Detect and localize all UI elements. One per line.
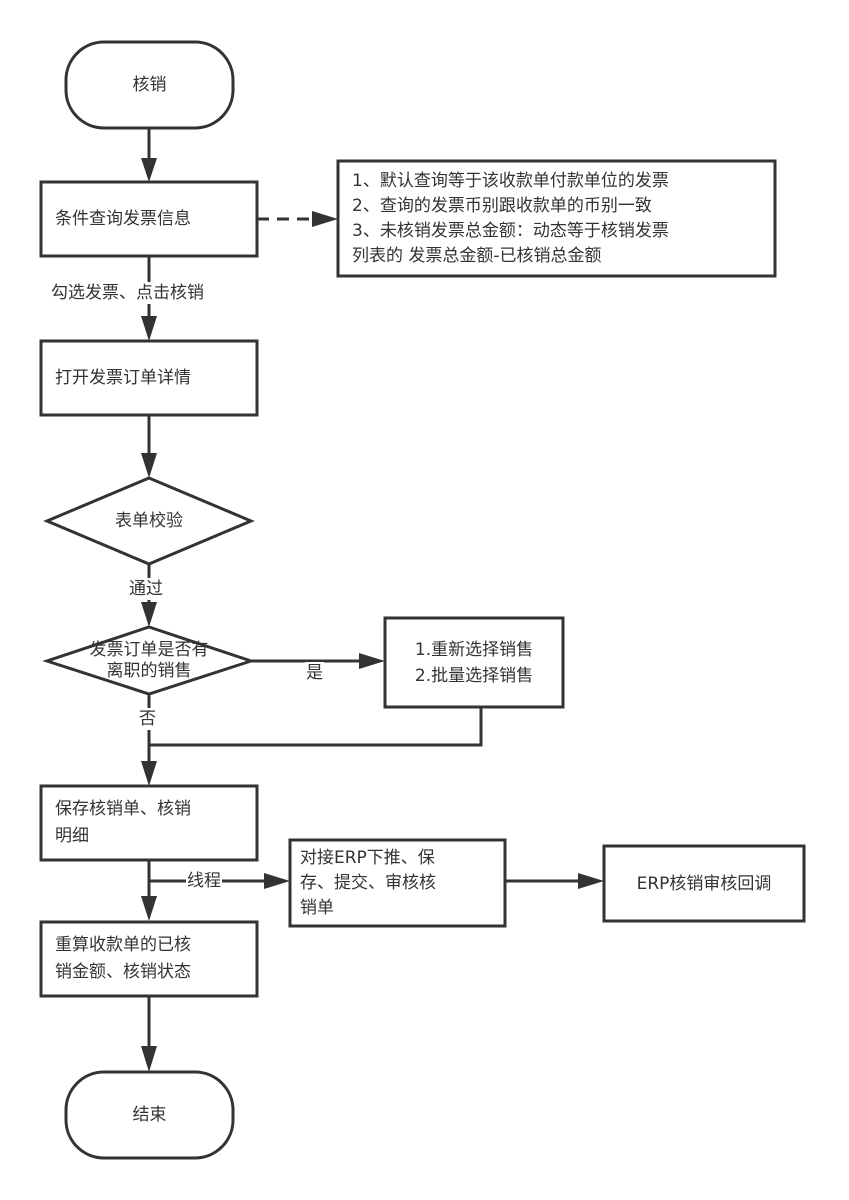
check-sales-line-1: 发票订单是否有 bbox=[89, 639, 209, 660]
node-reselect-label: 1.重新选择销售 2.批量选择销售 bbox=[385, 618, 563, 707]
note-line-1: 1、默认查询等于该收款单付款单位的发票 bbox=[352, 171, 669, 191]
arrowhead-icon bbox=[141, 1046, 157, 1072]
edge-reselect-save bbox=[149, 707, 483, 747]
node-validate-label: 表单校验 bbox=[115, 511, 183, 531]
arrowhead-icon bbox=[578, 873, 604, 889]
arrowhead-icon bbox=[141, 453, 157, 478]
arrowhead-icon bbox=[141, 761, 157, 786]
node-erp-push-label: 对接ERP下推、保 存、提交、审核核 销单 bbox=[290, 840, 505, 926]
edge-label-select-invoice: 勾选发票、点击核销 bbox=[50, 282, 205, 304]
recalc-line-1: 重算收款单的已核 bbox=[55, 935, 191, 955]
node-start-label: 核销 bbox=[132, 75, 167, 95]
node-end-label: 结束 bbox=[132, 1105, 167, 1125]
note-line-3: 3、未核销发票总金额：动态等于核销发票 bbox=[352, 221, 669, 241]
arrowhead-icon bbox=[141, 602, 157, 627]
arrowhead-icon bbox=[141, 316, 157, 341]
edge-label-no: 否 bbox=[138, 708, 157, 730]
reselect-line-1: 1.重新选择销售 bbox=[414, 639, 534, 660]
check-sales-line-2: 离职的销售 bbox=[106, 660, 192, 681]
save-line-2: 明细 bbox=[55, 826, 89, 846]
node-open-detail-label: 打开发票订单详情 bbox=[55, 368, 191, 388]
reselect-line-2: 2.批量选择销售 bbox=[414, 665, 534, 686]
erp-push-line-1: 对接ERP下推、保 bbox=[300, 847, 435, 868]
note-line-4: 列表的 发票总金额-已核销总金额 bbox=[352, 246, 602, 266]
note-line-2: 2、查询的发票币别跟收款单的币别一致 bbox=[352, 196, 652, 216]
node-check-sales-label: 发票订单是否有 离职的销售 bbox=[47, 627, 251, 694]
edge-label-yes: 是 bbox=[305, 662, 324, 684]
save-line-1: 保存核销单、核销 bbox=[55, 799, 191, 819]
edge-label-pass: 通过 bbox=[128, 578, 164, 600]
node-query-label: 条件查询发票信息 bbox=[55, 209, 191, 229]
recalc-line-2: 销金额、核销状态 bbox=[55, 962, 191, 982]
edge-label-thread: 线程 bbox=[186, 870, 222, 892]
node-recalc-label: 重算收款单的已核 销金额、核销状态 bbox=[41, 922, 257, 996]
arrowhead-icon bbox=[359, 653, 385, 669]
node-erp-callback-label: ERP核销审核回调 bbox=[636, 873, 772, 894]
node-save-label: 保存核销单、核销 明细 bbox=[41, 786, 257, 860]
erp-push-line-3: 销单 bbox=[300, 897, 334, 918]
erp-push-line-2: 存、提交、审核核 bbox=[300, 872, 436, 893]
arrowhead-icon bbox=[141, 158, 157, 182]
arrowhead-icon bbox=[141, 896, 157, 921]
arrowhead-icon bbox=[264, 873, 290, 889]
node-note-label: 1、默认查询等于该收款单付款单位的发票 2、查询的发票币别跟收款单的币别一致 3… bbox=[352, 166, 772, 272]
arrowhead-icon bbox=[312, 211, 338, 227]
